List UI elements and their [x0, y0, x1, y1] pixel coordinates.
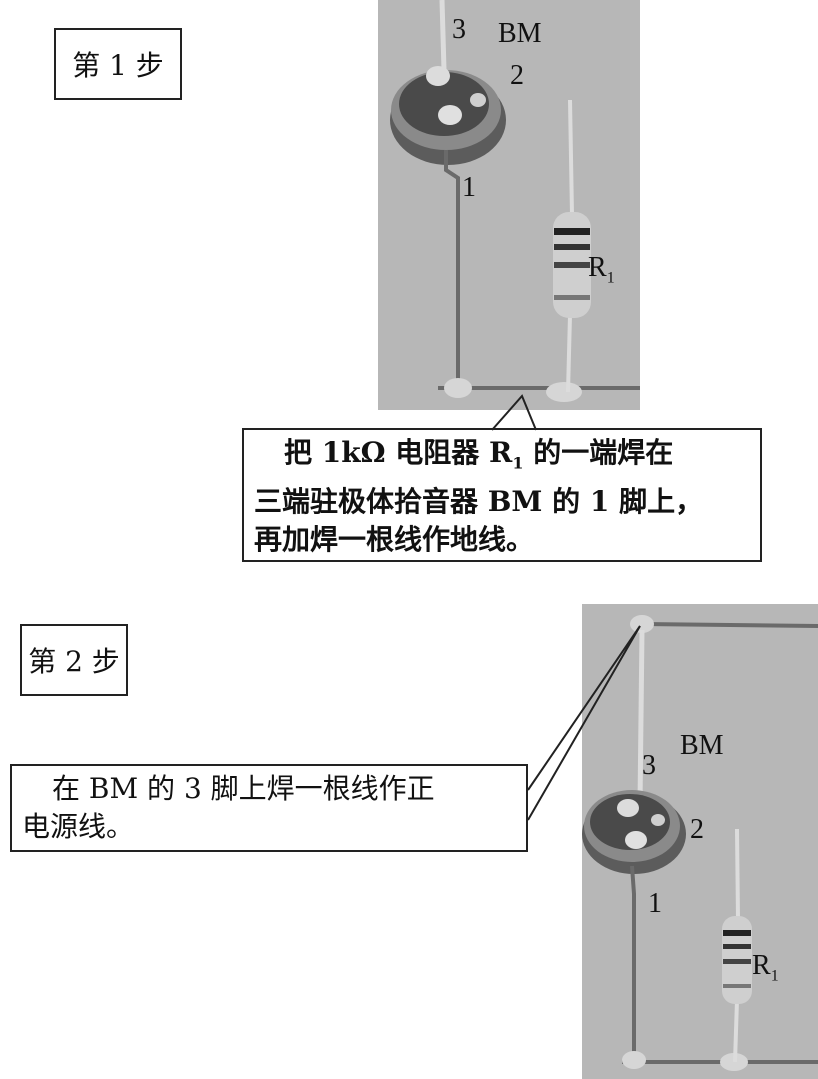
step-2-label: 第 2 步	[20, 624, 128, 696]
step-1-label: 第 1 步	[54, 28, 182, 100]
step-2-resistor-subscript: 1	[770, 967, 779, 985]
step-2-callout-line-2: 电源线。	[22, 810, 135, 843]
callout-subscript: 1	[512, 453, 524, 473]
step-1-bm-label: BM	[498, 18, 542, 49]
step-1-callout: 把 1kΩ 电阻器 R1 的一端焊在 三端驻极体拾音器 BM 的 1 脚上， 再…	[242, 428, 762, 562]
step-2-pin3-label: 3	[642, 750, 656, 781]
step-2-resistor-label: R1	[752, 950, 779, 986]
step-2-title: 第 2 步	[28, 645, 120, 678]
step-1-pin1-label: 1	[462, 172, 476, 203]
step-2-callout-line-1: 在 BM 的 3 脚上焊一根线作正	[22, 770, 516, 808]
step-1-title: 第 1 步	[72, 49, 164, 82]
callout-text: 在 BM 的 3 脚上焊一根线作正	[52, 772, 435, 805]
callout-text: 的一端焊在	[523, 436, 674, 469]
step-1-pin3-label: 3	[452, 14, 466, 45]
step-1-circuit-drawing	[390, 0, 640, 402]
step-2-pin2-label: 2	[690, 814, 704, 845]
step-1-pin2-label: 2	[510, 60, 524, 91]
step-2-callout: 在 BM 的 3 脚上焊一根线作正 电源线。	[10, 764, 528, 852]
step-1-resistor-letter: R	[588, 252, 607, 283]
step-1-photo: 3 BM 2 1 R1	[378, 0, 640, 410]
step-2-pin1-label: 1	[648, 888, 662, 919]
step-1-resistor-label: R1	[588, 252, 615, 288]
step-2-photo: 3 BM 2 1 R1	[582, 604, 818, 1079]
step-1-resistor-subscript: 1	[606, 269, 615, 287]
callout-text: 把 1kΩ 电阻器 R	[284, 436, 513, 469]
step-2-bm-label: BM	[680, 730, 724, 761]
step-1-callout-line-3: 再加焊一根线作地线。	[254, 522, 535, 556]
step-1-callout-line-2: 三端驻极体拾音器 BM 的 1 脚上，	[254, 484, 704, 518]
step-1-callout-line-1: 把 1kΩ 电阻器 R1 的一端焊在	[254, 434, 750, 483]
step-2-resistor-letter: R	[752, 950, 771, 981]
